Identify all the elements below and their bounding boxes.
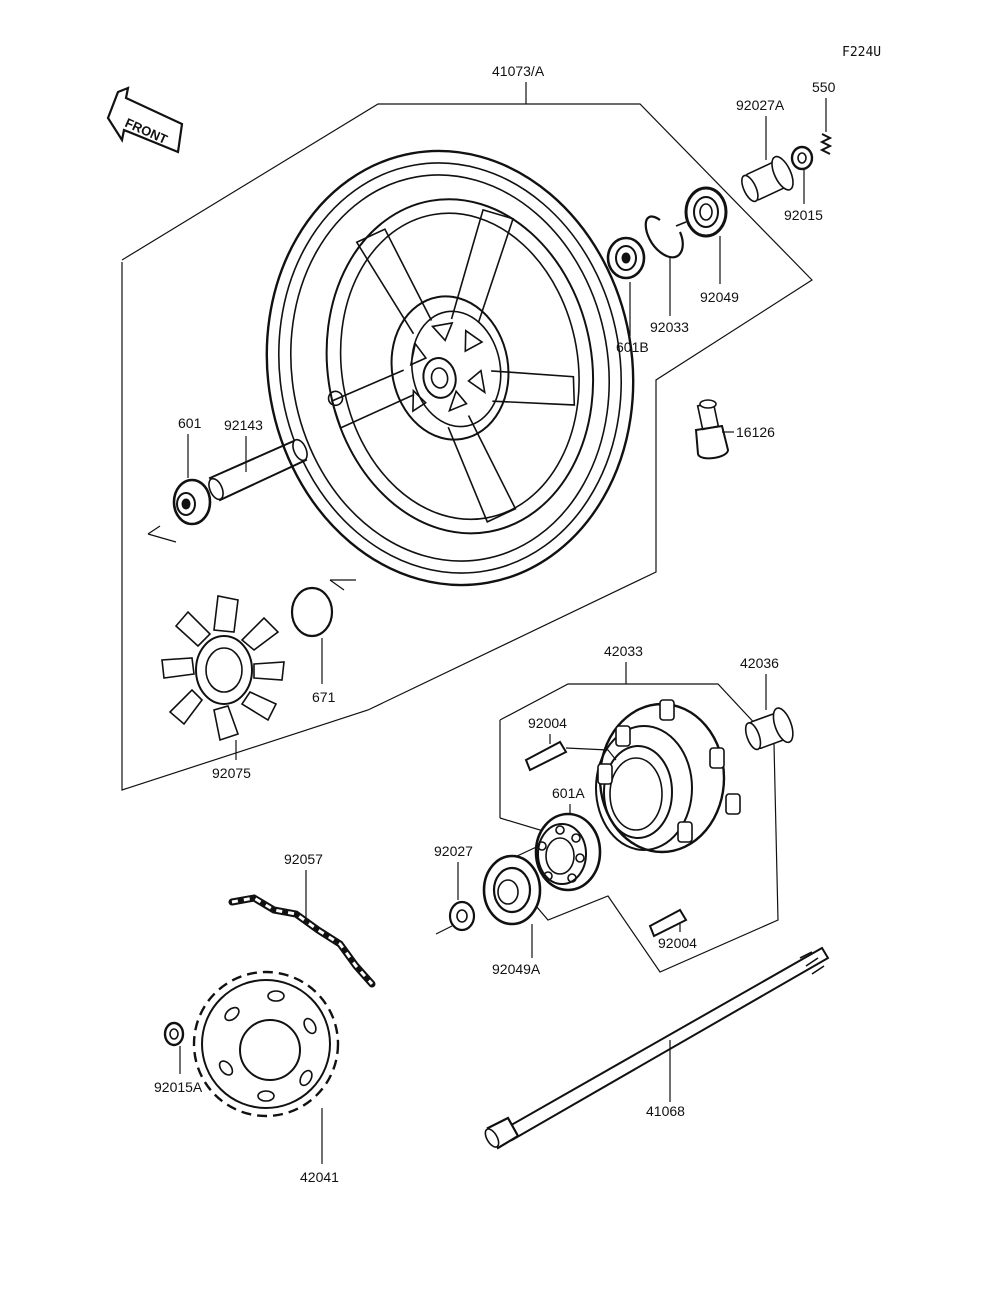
front-label: FRONT <box>123 115 170 147</box>
callout-41073A: 41073/A <box>492 63 545 104</box>
part-label-671: 671 <box>312 689 336 705</box>
part-label-92015: 92015 <box>784 207 823 223</box>
callout-16126: 16126 <box>694 399 775 460</box>
oil-seal-icon <box>684 186 728 238</box>
callout-92143: 92143 <box>208 417 308 502</box>
o-ring-icon <box>290 586 334 638</box>
callout-92004-lower: 92004 <box>648 908 697 951</box>
part-label-92075: 92075 <box>212 765 251 781</box>
hub-assembly-outline <box>499 683 779 973</box>
callout-92015: 92015 <box>784 145 823 223</box>
damper-icon <box>161 595 285 742</box>
callout-41068: 41068 <box>484 946 830 1150</box>
part-label-41068: 41068 <box>646 1103 685 1119</box>
stud-icon <box>524 740 568 772</box>
part-label-601B: 601B <box>616 339 649 355</box>
callout-92075: 92075 <box>161 595 285 781</box>
reference-code: F224U <box>842 45 881 60</box>
valve-icon <box>694 399 730 460</box>
part-label-92004-lower: 92004 <box>658 935 697 951</box>
part-label-42033: 42033 <box>604 643 643 659</box>
part-label-92049A: 92049A <box>492 961 541 977</box>
part-label-92049: 92049 <box>700 289 739 305</box>
part-label-601A: 601A <box>552 785 585 801</box>
part-label-92004-upper: 92004 <box>528 715 567 731</box>
callout-92033: 92033 <box>644 215 689 335</box>
callout-601B: 601B <box>606 236 649 355</box>
callout-42033: 42033 <box>604 643 643 684</box>
stud-icon <box>648 908 688 938</box>
callout-601: 601 <box>172 415 212 526</box>
axle-icon <box>484 946 830 1150</box>
part-label-92015A: 92015A <box>154 1079 203 1095</box>
collar-icon <box>744 707 794 751</box>
callout-92049: 92049 <box>684 186 739 305</box>
circlip-icon <box>644 215 684 259</box>
bearing-icon <box>172 478 212 526</box>
sprocket-hub-icon <box>595 699 741 854</box>
callout-92049A: 92049A <box>482 854 542 977</box>
part-label-42041: 42041 <box>300 1169 339 1185</box>
callout-92027: 92027 <box>434 843 476 935</box>
chain-icon <box>228 894 376 988</box>
sleeve-icon <box>208 438 308 502</box>
callout-92004-upper: 92004 <box>524 715 617 772</box>
part-label-41073A: 41073/A <box>492 63 545 79</box>
callout-42041: 42041 <box>192 970 340 1185</box>
callout-550: 550 <box>812 79 836 155</box>
collar-icon <box>741 155 794 203</box>
part-label-42036: 42036 <box>740 655 779 671</box>
part-label-92027A: 92027A <box>736 97 785 113</box>
callout-92015A: 92015A <box>154 1021 203 1095</box>
sprocket-icon <box>192 970 340 1118</box>
nut-icon <box>790 145 814 171</box>
part-label-16126: 16126 <box>736 424 775 440</box>
part-label-92143: 92143 <box>224 417 263 433</box>
part-label-92033: 92033 <box>650 319 689 335</box>
part-label-92027: 92027 <box>434 843 473 859</box>
bearing-icon <box>606 236 646 280</box>
callout-92057: 92057 <box>228 851 376 988</box>
part-label-550: 550 <box>812 79 836 95</box>
callout-42036: 42036 <box>740 655 794 751</box>
callout-92027A: 92027A <box>736 97 794 203</box>
callout-601A: 601A <box>534 785 602 892</box>
callout-671: 671 <box>290 586 336 705</box>
nut-icon <box>163 1021 185 1047</box>
spacer-icon <box>448 900 476 932</box>
front-arrow-icon: FRONT <box>106 86 184 154</box>
part-label-92057: 92057 <box>284 851 323 867</box>
ball-bearing-icon <box>534 812 602 892</box>
wheel-rim-icon <box>265 149 635 587</box>
wheel-assembly-outline <box>121 103 813 791</box>
part-label-601: 601 <box>178 415 202 431</box>
oil-seal-icon <box>482 854 542 926</box>
